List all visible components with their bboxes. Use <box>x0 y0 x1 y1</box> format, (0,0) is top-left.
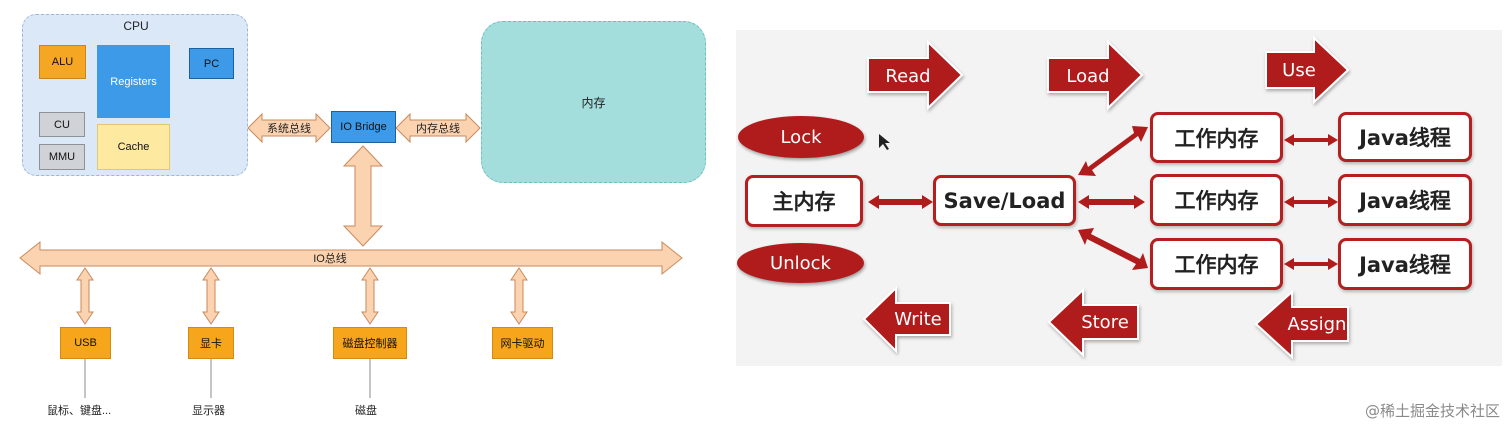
usb-arrow <box>76 267 94 325</box>
gpu-device: 显卡 <box>188 327 234 359</box>
nic-device: 网卡驱动 <box>492 327 553 359</box>
assign-arrow-shape <box>1254 289 1349 360</box>
system-bus-label: 系统总线 <box>267 123 311 135</box>
mmu-box: MMU <box>39 144 85 170</box>
working-memory-box-3: 工作内存 <box>1150 238 1283 290</box>
disk-controller-arrow <box>361 267 379 325</box>
registers-box: Registers <box>97 45 170 118</box>
main-memory-box: 主内存 <box>745 175 863 227</box>
wm1-thread1-connector <box>1284 134 1338 146</box>
unlock-ellipse: Unlock <box>737 243 864 283</box>
cache-box: Cache <box>97 124 170 170</box>
working-memory-box-2: 工作内存 <box>1150 174 1283 226</box>
memory-panel: 内存 <box>481 21 706 183</box>
system-bus-arrow <box>247 112 331 144</box>
java-thread-box-1: Java线程 <box>1338 112 1472 162</box>
io-bridge-box: IO Bridge <box>331 111 396 143</box>
pc-box: PC <box>189 48 234 79</box>
save-load-box: Save/Load <box>933 175 1076 226</box>
write-arrow-shape <box>862 285 951 354</box>
hardware-arrows <box>19 112 683 398</box>
lock-ellipse: Lock <box>738 116 864 158</box>
jmm-graphics <box>862 35 1350 360</box>
disk-controller-device: 磁盘控制器 <box>333 327 407 359</box>
java-thread-box-2: Java线程 <box>1338 174 1472 226</box>
gpu-arrow <box>202 267 220 325</box>
use-arrow-shape <box>1265 35 1350 105</box>
usb-target-label: 鼠标、键盘... <box>47 405 112 417</box>
java-thread-box-3: Java线程 <box>1338 238 1472 290</box>
load-arrow-shape <box>1047 39 1144 111</box>
read-arrow-shape <box>867 39 964 111</box>
main-save-connector <box>868 195 933 209</box>
disk-target-label: 磁盘 <box>355 405 377 417</box>
mouse-cursor-icon <box>879 134 890 150</box>
cu-box: CU <box>39 112 85 137</box>
nic-arrow <box>510 267 528 325</box>
watermark: @稀土掘金技术社区 <box>1364 402 1500 420</box>
io-bus-arrow <box>19 240 683 276</box>
save-wm2-connector <box>1078 195 1145 209</box>
io-bus-label: IO总线 <box>313 253 347 265</box>
save-wm1-connector <box>1078 126 1148 176</box>
bridge-io-arrow <box>342 145 384 247</box>
cpu-title: CPU <box>123 19 149 33</box>
connector-arrows <box>868 126 1338 270</box>
usb-device: USB <box>60 327 111 359</box>
wm2-thread2-connector <box>1284 196 1338 208</box>
store-arrow-shape <box>1047 287 1139 358</box>
wm3-thread3-connector <box>1284 258 1338 270</box>
memory-bus-label: 内存总线 <box>416 123 460 135</box>
save-wm3-connector <box>1078 228 1148 270</box>
gpu-target-label: 显示器 <box>192 405 225 417</box>
memory-bus-arrow <box>395 112 481 144</box>
working-memory-box-1: 工作内存 <box>1150 112 1283 163</box>
alu-box: ALU <box>39 45 86 79</box>
